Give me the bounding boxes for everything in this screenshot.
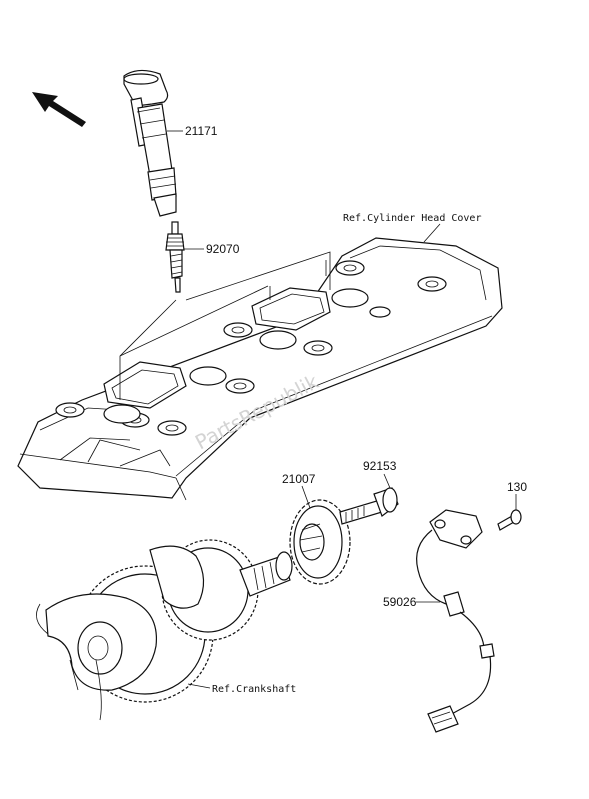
part-number-21007: 21007 xyxy=(282,472,316,486)
rotor-bolt[interactable] xyxy=(339,487,399,525)
sensor-bolt[interactable] xyxy=(497,509,522,531)
part-number-130: 130 xyxy=(507,480,527,494)
spark-plug[interactable] xyxy=(165,221,185,293)
timing-rotor[interactable] xyxy=(289,499,351,585)
cylinder-head-cover[interactable] xyxy=(17,237,503,501)
crankshaft[interactable] xyxy=(36,539,293,721)
part-number-92070: 92070 xyxy=(206,242,240,256)
ignition-coil[interactable] xyxy=(123,69,177,217)
part-number-21171: 21171 xyxy=(185,124,218,138)
part-number-59026: 59026 xyxy=(383,595,417,609)
part-number-92153: 92153 xyxy=(363,459,397,473)
ref-cylinder-head-cover-label: Ref.Cylinder Head Cover xyxy=(343,213,481,224)
crankshaft-sensor[interactable] xyxy=(416,509,495,733)
front-direction-arrow-icon xyxy=(32,92,86,127)
ref-crankshaft-label: Ref.Crankshaft xyxy=(212,684,296,695)
